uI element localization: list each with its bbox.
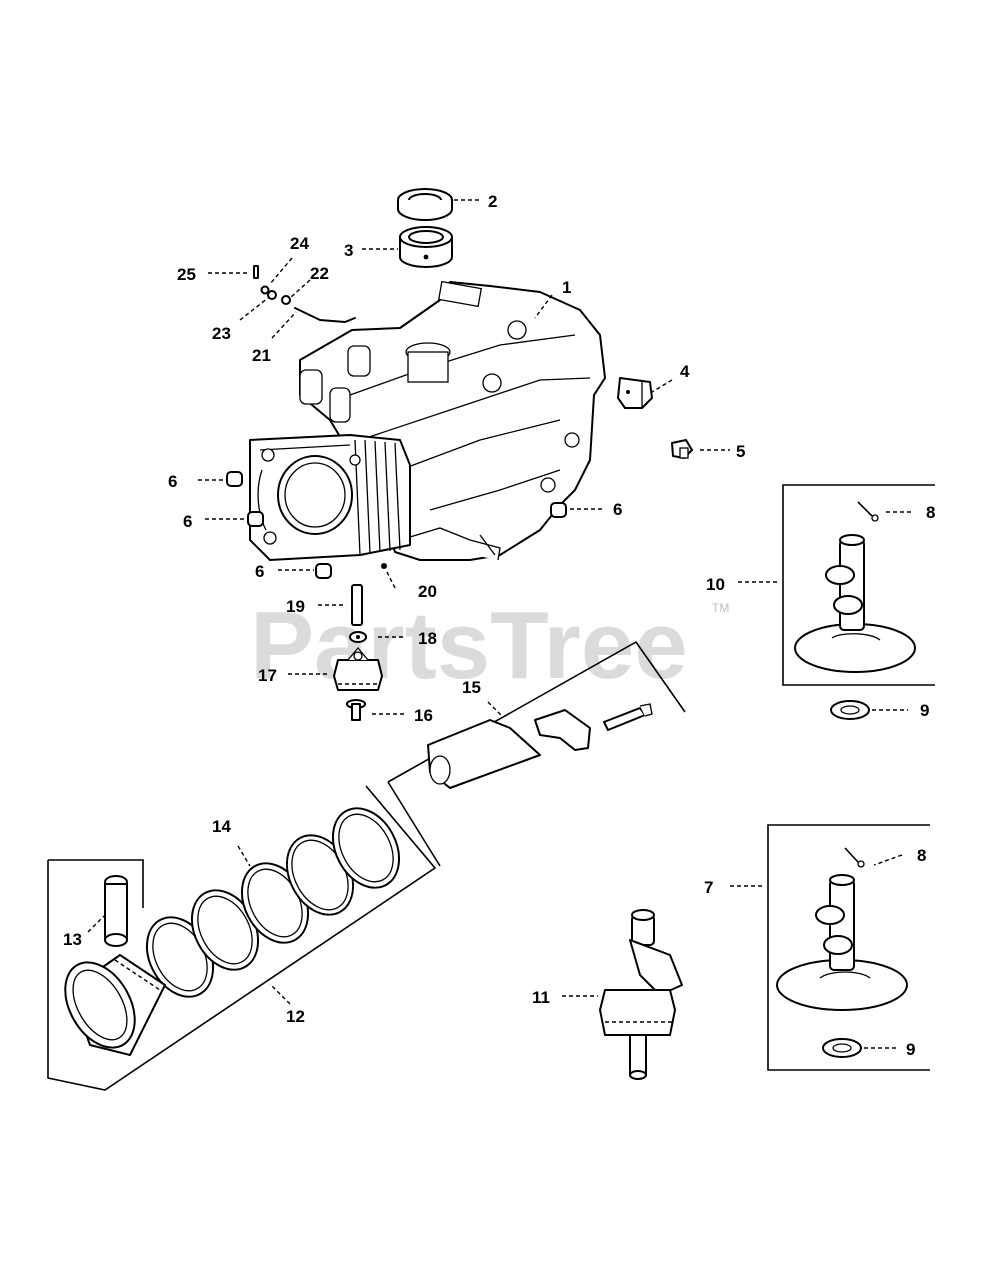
callout-8: 8 [917,846,926,865]
part-8-pin[interactable] [844,847,865,868]
part-1-crankcase[interactable] [249,280,606,561]
part-16-bolt[interactable] [346,699,366,721]
part-14-ring[interactable] [320,797,412,899]
callout-20: 20 [418,582,437,601]
part-4-bracket[interactable] [617,377,653,409]
callout-18: 18 [418,629,437,648]
leader-lines [87,199,914,1049]
part-8-pin[interactable] [857,501,879,522]
part-21-breather-tube[interactable] [294,307,356,323]
callout-15: 15 [462,678,481,697]
callout-6: 6 [255,562,264,581]
frame-part-12 [47,785,437,1091]
callout-6: 6 [613,500,622,519]
watermark-trademark: TM [712,601,729,615]
part-7-camshaft[interactable] [776,874,908,1011]
part-6-dowel[interactable] [226,471,243,487]
callout-21: 21 [252,346,271,365]
part-13-piston-pin[interactable] [104,875,128,947]
callout-14: 14 [212,817,231,836]
callout-13: 13 [63,930,82,949]
part-6-dowel[interactable] [247,511,264,527]
part-22-washer[interactable] [281,295,291,305]
callout-17: 17 [258,666,277,685]
callout-7: 7 [704,878,713,897]
callout-9: 9 [906,1040,915,1059]
callout-1: 1 [562,278,571,297]
callout-6: 6 [168,472,177,491]
part-24-washer[interactable] [260,285,270,295]
part-6-dowel[interactable] [315,563,332,579]
callout-4: 4 [680,362,690,381]
callout-10: 10 [706,575,725,594]
callout-24: 24 [290,234,309,253]
part-10-camshaft[interactable] [794,534,916,673]
callout-12: 12 [286,1007,305,1026]
callout-11: 11 [532,988,550,1007]
part-18-washer[interactable] [349,631,367,643]
part-17-gear[interactable] [333,646,383,691]
part-9-washer[interactable] [830,700,870,720]
part-15-connecting-rod[interactable] [427,703,653,789]
part-23-washer[interactable] [267,290,277,300]
part-19-shaft[interactable] [351,584,363,626]
frame-part-7 [767,824,930,1071]
callout-8: 8 [926,503,935,522]
part-12-ring[interactable] [179,879,271,981]
callout-9: 9 [920,701,929,720]
frame-part-10 [782,484,935,686]
part-6-dowel[interactable] [550,502,567,518]
callout-25: 25 [177,265,196,284]
part-piston[interactable] [51,950,166,1060]
part-25-pin[interactable] [253,265,259,279]
part-9-washer[interactable] [822,1038,862,1058]
callout-16: 16 [414,706,433,725]
callout-3: 3 [344,241,353,260]
part-11-crankshaft[interactable] [599,909,683,1080]
part-3-bushing[interactable] [399,226,453,268]
part-20-ball[interactable] [381,563,387,569]
callout-23: 23 [212,324,231,343]
part-2-bearing[interactable] [397,188,453,221]
callout-2: 2 [488,192,497,211]
watermark: PartsTree [250,592,688,699]
callout-19: 19 [286,597,305,616]
part-5-plug[interactable] [671,439,693,459]
callout-22: 22 [310,264,329,283]
callout-5: 5 [736,442,745,461]
callout-6: 6 [183,512,192,531]
